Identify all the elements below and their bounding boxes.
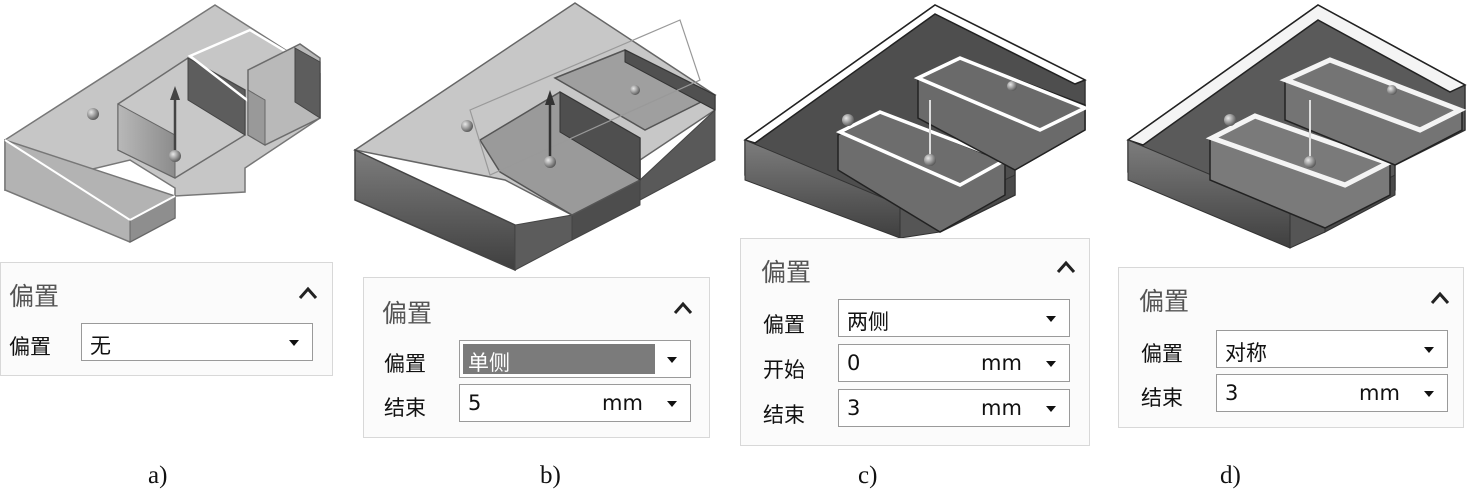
end-distance-field[interactable]: 3 mm — [1216, 374, 1448, 412]
end-label: 结束 — [763, 403, 805, 427]
triangle-down-icon — [1424, 391, 1434, 397]
chevron-up-icon[interactable] — [1429, 290, 1451, 306]
offset-dropdown[interactable]: 两侧 — [838, 299, 1070, 337]
offset-value: 无 — [90, 334, 111, 358]
offset-value: 单侧 — [468, 351, 510, 375]
figure-illustrations — [4, 2, 1467, 272]
offset-label: 偏置 — [763, 313, 805, 337]
end-value: 3 — [1225, 381, 1239, 405]
model-c-two-side — [743, 4, 1090, 239]
model-d-symmetric — [1126, 4, 1467, 249]
end-label: 结束 — [1141, 386, 1183, 410]
selection-highlight — [463, 344, 655, 374]
end-distance-field[interactable]: 5 mm — [459, 384, 691, 422]
end-unit: mm — [981, 396, 1022, 420]
chevron-up-icon[interactable] — [1055, 259, 1077, 275]
end-unit: mm — [1359, 381, 1400, 405]
offset-panel-b: 偏置 偏置 单侧 结束 5 mm — [363, 277, 710, 438]
triangle-down-icon — [667, 401, 677, 407]
offset-label: 偏置 — [1141, 342, 1183, 366]
chevron-up-icon[interactable] — [297, 285, 319, 301]
model-a-no-offset — [4, 4, 323, 243]
offset-panel-d: 偏置 偏置 对称 结束 3 mm — [1118, 267, 1464, 428]
offset-panel-c: 偏置 偏置 两侧 开始 0 mm 结束 3 mm — [740, 238, 1090, 446]
caption-b: b) — [540, 462, 561, 489]
caption-c: c) — [858, 462, 878, 489]
offset-label: 偏置 — [384, 352, 426, 376]
triangle-down-icon — [667, 357, 677, 363]
triangle-down-icon — [1046, 361, 1056, 367]
triangle-down-icon — [1424, 347, 1434, 353]
caption-a: a) — [148, 462, 168, 489]
panel-title: 偏置 — [9, 282, 60, 311]
start-label: 开始 — [763, 358, 805, 382]
offset-label: 偏置 — [9, 335, 51, 359]
caption-d: d) — [1220, 462, 1241, 489]
end-label: 结束 — [384, 396, 426, 420]
start-unit: mm — [981, 351, 1022, 375]
triangle-down-icon — [289, 340, 299, 346]
model-b-single-side — [353, 2, 717, 272]
offset-value: 对称 — [1225, 341, 1267, 365]
end-value: 3 — [847, 396, 861, 420]
panel-title: 偏置 — [761, 258, 812, 287]
end-distance-field[interactable]: 3 mm — [838, 389, 1070, 427]
offset-dropdown[interactable]: 无 — [81, 323, 313, 361]
end-unit: mm — [602, 391, 643, 415]
triangle-down-icon — [1046, 316, 1056, 322]
offset-dropdown[interactable]: 对称 — [1216, 330, 1448, 368]
panel-title: 偏置 — [1139, 287, 1190, 316]
offset-panel-a: 偏置 偏置 无 — [0, 262, 333, 376]
offset-value: 两侧 — [847, 310, 889, 334]
panel-title: 偏置 — [382, 299, 433, 328]
chevron-up-icon[interactable] — [672, 300, 694, 316]
offset-dropdown[interactable]: 单侧 — [459, 340, 691, 378]
start-value: 0 — [847, 351, 861, 375]
end-value: 5 — [468, 391, 482, 415]
triangle-down-icon — [1046, 406, 1056, 412]
start-distance-field[interactable]: 0 mm — [838, 344, 1070, 382]
